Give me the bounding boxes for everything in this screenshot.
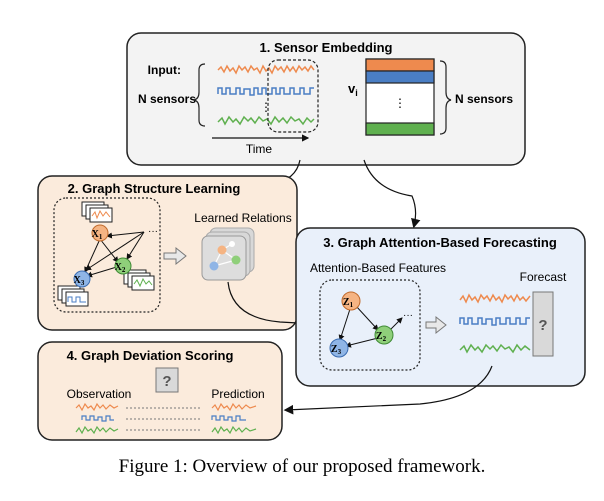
scoring-question-mark: ? [162,373,171,390]
arrow-relations-to-attention [227,281,319,329]
node-x3: X3 [73,270,91,288]
prediction-signal-orange [211,402,257,412]
sensor-2-signal-stack [123,269,155,291]
structure-learning-title: 2. Graph Structure Learning [68,181,241,196]
sensor-graph-box [53,197,161,313]
deviation-scoring-title: 4. Graph Deviation Scoring [67,348,234,363]
scoring-question-box [155,367,179,393]
svg-text:Z2: Z2 [376,331,387,343]
observation-label: Observation [67,387,132,401]
edge-z1-z3 [338,308,351,341]
arrow-forecast-to-scoring [283,365,493,415]
observation-signal-blue [81,415,114,422]
svg-text:Z3: Z3 [331,344,342,356]
svg-text:Z1: Z1 [343,297,354,309]
svg-text:X2: X2 [115,262,126,274]
observation-signal-orange [75,402,119,412]
arrow-to-forecasting [363,159,421,229]
n-sensors-left-label: N sensors [138,92,196,106]
learned-relations-label: Learned Relations [194,211,291,225]
attention-continuation-dots: ··· [403,310,413,321]
learned-relations-cards [201,227,255,281]
left-brace [193,63,206,127]
prediction-label: Prediction [211,387,264,401]
edge-x1-x2 [99,238,119,263]
input-ellipsis: ⋮ [260,100,272,114]
sensor-3-signal-stack [57,285,89,307]
attention-graph-box [319,279,421,371]
embedding-matrix [365,58,435,136]
prediction-signal-green [211,425,257,435]
prediction-signal-blue [211,415,246,422]
input-signal-green [217,115,315,126]
attention-features-label: Attention-Based Features [310,261,446,275]
time-window-box [267,59,319,133]
edge-dots-x2 [126,231,145,260]
sensor-embedding-panel: 1. Sensor Embedding Input: N sensors ⋮ T… [126,32,526,166]
forecast-label: Forecast [520,270,567,284]
edge-dots-x1 [106,231,145,239]
node-z1: Z1 [341,291,361,311]
edge-x2-x3 [86,265,121,278]
input-label: Input: [148,63,181,77]
input-signal-orange [217,64,315,75]
node-z2: Z2 [374,325,394,345]
forecast-signal-orange [459,293,531,304]
framework-diagram: 1. Sensor Embedding Input: N sensors ⋮ T… [37,32,586,441]
svg-text:X3: X3 [74,275,85,287]
edge-z2-z3 [345,337,379,348]
hollow-arrow-forecasting [425,315,447,335]
node-x1: X1 [91,224,109,242]
forecast-signal-blue [459,317,530,326]
graph-structure-learning-panel: 2. Graph Structure Learning [37,175,298,331]
time-label: Time [246,142,273,156]
forecast-box [532,291,554,357]
node-z3: Z3 [329,338,349,358]
figure-caption: Figure 1: Overview of our proposed frame… [118,456,486,477]
observation-signal-green [75,425,119,435]
svg-text:X1: X1 [92,229,103,241]
graph-continuation-dots: ··· [148,226,158,237]
sensor-1-signal-stack [81,201,113,223]
graph-deviation-scoring-panel: 4. Graph Deviation Scoring Observation P… [37,341,283,441]
embedding-v-label: vi [348,81,358,98]
node-x2: X2 [114,257,132,275]
edge-z2-dots [389,317,403,331]
edge-dots-x3 [85,231,145,271]
n-sensors-right-label: N sensors [455,92,513,106]
hollow-arrow-structure [163,246,187,266]
graph-attention-forecasting-panel: 3. Graph Attention-Based Forecasting Att… [295,227,586,387]
edge-z1-z2 [355,305,379,331]
forecast-signal-green [459,343,531,354]
sensor-embedding-title: 1. Sensor Embedding [260,40,393,55]
forecasting-title: 3. Graph Attention-Based Forecasting [323,235,557,250]
embedding-ellipsis: ⋮ [394,96,406,110]
input-signal-blue [217,87,314,96]
right-brace [439,60,452,135]
forecast-question-mark: ? [538,317,547,334]
